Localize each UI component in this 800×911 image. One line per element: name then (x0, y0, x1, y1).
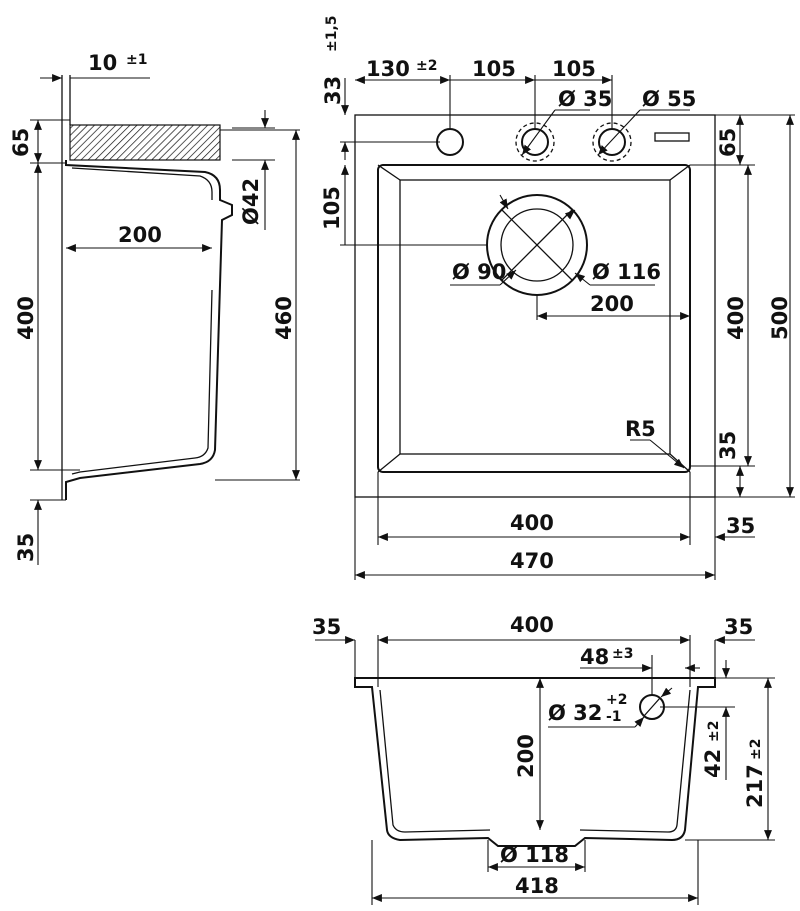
bottom-rim-label: 35 (716, 431, 740, 460)
tap-spacing-2-label: 105 (472, 57, 516, 81)
overflow-diameter-label: Ø 32 (548, 701, 602, 725)
top-view: 33 ±1,5 130 ±2 105 105 Ø 35 Ø 55 65 105 … (320, 15, 795, 580)
overflow-offset-tolerance: ±3 (612, 646, 633, 662)
side-rim-label: 35 (726, 514, 755, 538)
overflow-diameter-label: Ø42 (239, 178, 263, 225)
countertop-section (69, 124, 221, 161)
flange-thickness-tolerance: ±1 (126, 52, 147, 68)
tap-hole-2 (521, 128, 549, 156)
tap-offset-label: 33 (321, 76, 345, 105)
overflow-offset-label: 48 (580, 645, 609, 669)
bottom-offset-label: 35 (14, 533, 38, 562)
drain-diameter-label: Ø 118 (500, 843, 569, 867)
tap-hole-3 (598, 128, 626, 156)
flange-thickness-label: 10 (88, 51, 117, 75)
tap-hole-large-label: Ø 55 (642, 87, 696, 111)
outer-width-label: 470 (510, 549, 554, 573)
overflow-slot (654, 132, 690, 142)
drain-offset-right-label: 200 (590, 292, 634, 316)
outlet-depth-label: 200 (118, 223, 162, 247)
drain-outer-label: Ø 116 (592, 260, 661, 284)
overflow-height-tolerance: ±2 (706, 721, 722, 742)
tap-spacing-1-label: 130 (366, 57, 410, 81)
bottom-width-label: 418 (515, 874, 559, 898)
outer-length-label: 500 (768, 296, 792, 340)
total-depth-tolerance: ±2 (748, 739, 764, 760)
tap-offset-tolerance: ±1,5 (324, 15, 340, 52)
total-height-label: 460 (272, 296, 296, 340)
flange-height-label: 65 (9, 128, 33, 157)
right-rim-label: 35 (724, 615, 753, 639)
side-view: 10 ±1 65 Ø42 200 400 460 35 (9, 51, 300, 565)
tap-hole-1 (436, 128, 464, 156)
total-depth-label: 217 (743, 764, 767, 808)
overflow-height-label: 42 (701, 749, 725, 778)
overflow-tolerance-plus: +2 (606, 692, 627, 708)
tap-hole-small-label: Ø 35 (558, 87, 612, 111)
rim-depth-label: 65 (716, 128, 740, 157)
drain-inner-label: Ø 90 (452, 260, 506, 284)
bowl-height-label: 400 (14, 296, 38, 340)
drain-offset-top-label: 105 (320, 186, 344, 230)
corner-radius-label: R5 (625, 417, 656, 441)
front-view: 35 400 35 48 ±3 Ø 32 +2 -1 200 42 ±2 217… (312, 613, 775, 905)
bowl-width-label: 400 (510, 511, 554, 535)
inner-depth-label: 200 (514, 734, 538, 778)
front-bowl-width-label: 400 (510, 613, 554, 637)
bowl-length-label: 400 (724, 296, 748, 340)
drain-inner (500, 208, 574, 282)
left-rim-label: 35 (312, 615, 341, 639)
overflow-tolerance-minus: -1 (606, 709, 622, 725)
tap-spacing-3-label: 105 (552, 57, 596, 81)
tap-spacing-1-tolerance: ±2 (416, 58, 437, 74)
